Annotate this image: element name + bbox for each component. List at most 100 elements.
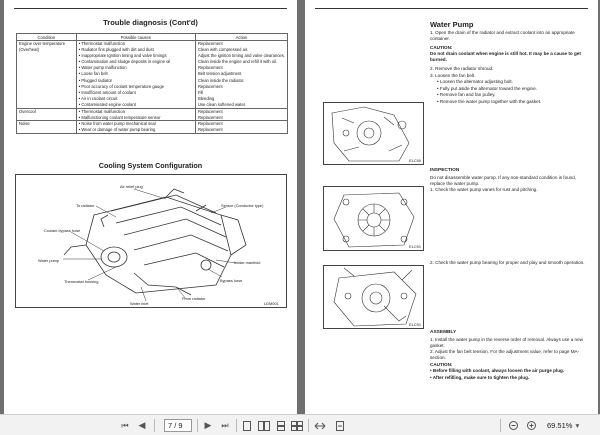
table-row: Engine over temperature• Thermostat malf… <box>16 40 289 47</box>
zoom-level-dropdown[interactable]: 69.51% ▾ <box>547 419 579 432</box>
cell-cause: • Loose fan belt <box>75 71 196 78</box>
page-title: Water Pump <box>430 20 474 29</box>
cause-text: Loose fan belt <box>81 71 108 77</box>
removal-steps: 1. Open the drain of the radiator and ex… <box>430 30 590 105</box>
step-2: 2. Remove the radiator shroud. <box>430 66 494 72</box>
cause-text: Radiator fins plugged with dirt and dust <box>81 46 154 52</box>
figure-code: ELC91 <box>409 322 421 327</box>
figure-code: ELC90 <box>409 158 421 163</box>
cell-cause: • Radiator fins plugged with dirt and du… <box>75 46 196 53</box>
label-water-pump: Water pump <box>38 258 60 263</box>
bullet-icon: • <box>78 65 82 71</box>
figure-water-pump-removal: ELC90 <box>323 102 424 165</box>
chevron-down-icon: ▾ <box>575 421 580 430</box>
continuous-scroll-icon[interactable] <box>274 419 288 432</box>
bullet-icon: • <box>78 71 82 77</box>
bullet: • Loosen the alternator adjusting bolt. <box>437 79 513 85</box>
cell-cause: • Thermostat malfunction <box>75 40 196 47</box>
inspection-label: INSPECTION <box>430 168 460 173</box>
assembly-step-2: 2. Adjust the fan belt tension. For the … <box>430 349 580 361</box>
cause-text: Plugged radiator <box>81 77 113 83</box>
zoom-out-icon[interactable] <box>506 419 520 432</box>
figure-pump-bearing: ELC91 <box>323 265 424 329</box>
cell-action: Replacement <box>194 83 289 90</box>
cell-action: Belt tension adjustment <box>194 71 289 78</box>
page-number-input[interactable]: 7 / 9 <box>164 419 192 432</box>
cause-text: Thermostat malfunction <box>81 41 126 46</box>
bullet-icon: • <box>78 109 82 115</box>
caution2-label: CAUTION: <box>430 361 453 367</box>
bullet-icon: • <box>78 46 82 52</box>
assembly-label: ASSEMBLY <box>430 330 457 335</box>
two-page-view-icon[interactable] <box>256 419 272 432</box>
fit-width-icon[interactable] <box>312 419 328 432</box>
viewer-toolbar: ⏮ ◀ 7 / 9 ▶ ⏭ 69.51% ▾ <box>0 414 600 435</box>
next-page-icon[interactable]: ▶ <box>204 420 212 430</box>
cell-cause: • Contaminated engine coolant <box>75 102 196 110</box>
assembly-step-1: 1. Install the water pump in the reverse… <box>430 336 583 348</box>
cell-cause: • Wear or damage of water pump bearing <box>75 127 196 134</box>
cause-text: Air in coolant circuit <box>81 96 118 102</box>
engine-illustration <box>63 188 247 302</box>
cell-action: Replacement <box>194 127 289 134</box>
inspection-caution: Do not disassemble water pump. If any no… <box>430 174 577 186</box>
bullet-icon: • <box>78 77 82 83</box>
label-from-radiator: From radiator <box>182 296 206 301</box>
zoom-level-value: 69.51% <box>547 421 573 430</box>
table-row: • Inappropriate Ignition timing and valv… <box>16 52 289 60</box>
cell-action: Adjust the ignition timing and valve cle… <box>194 52 289 60</box>
cell-action: Bleeding <box>194 96 289 103</box>
cell-cause: • Thermostat malfunction <box>75 108 196 115</box>
cell-cause: • Insufficient amount of coolant <box>75 90 196 97</box>
cell-action: Replacement <box>194 40 289 47</box>
cell-cause: • Poor accuracy of coolant temperature g… <box>75 83 196 90</box>
previous-page-icon[interactable]: ◀ <box>138 420 146 430</box>
diagnosis-table: Condition Possible causes Action Engine … <box>16 33 289 134</box>
cell-cause: • Plugged radiator <box>75 77 196 84</box>
label-to-radiator: To radiator <box>76 203 95 208</box>
caution2-bullet: • Before filling with coolant, always lo… <box>430 368 565 374</box>
bullet-icon: • <box>78 121 82 127</box>
cell-action: Replacement <box>194 120 289 128</box>
page-right: Water Pump 1. Open the drain of the radi… <box>305 0 598 414</box>
cell-cause: • Malfunctioning coolant temperature sen… <box>75 114 196 122</box>
two-page-continuous-icon[interactable] <box>290 419 304 432</box>
col-header-condition: Condition <box>16 33 77 41</box>
label-thermostat-housing: Thermostat housing <box>64 279 99 284</box>
cause-text: Wear or damage of water pump bearing <box>81 127 156 133</box>
header-rule <box>14 8 287 9</box>
fit-page-icon[interactable] <box>332 419 348 432</box>
table-row: • Malfunctioning coolant temperature sen… <box>16 114 289 122</box>
cell-action: Clean inside the engine and refill it wi… <box>194 59 289 66</box>
table-row: (Overheat)• Radiator fins plugged with d… <box>16 46 289 53</box>
figure-code: ELC91 <box>409 244 421 249</box>
bullet-icon: • <box>78 102 82 108</box>
table-row: • Poor accuracy of coolant temperature g… <box>16 83 289 90</box>
cell-action: Use clean softened water. <box>194 102 289 110</box>
first-page-icon[interactable]: ⏮ <box>121 420 129 430</box>
label-intake-manifold: Intake manifold <box>234 260 261 265</box>
caution2-bullet: • After refilling, make sure to tighten … <box>430 374 530 380</box>
zoom-in-icon[interactable] <box>524 419 538 432</box>
cell-cause: • Noise from water pump mechanical seal <box>75 120 196 128</box>
step-1: 1. Open the drain of the radiator and ex… <box>430 30 575 41</box>
bullet-icon: • <box>78 59 82 65</box>
bullet-icon: • <box>78 41 82 46</box>
divider <box>500 419 501 432</box>
bullet-icon: • <box>78 90 82 95</box>
page-left: Trouble diagnosis (Cont'd) Condition Pos… <box>4 0 297 414</box>
document-viewport: Trouble diagnosis (Cont'd) Condition Pos… <box>4 0 598 414</box>
cell-action: Replacement <box>194 108 289 115</box>
caution-label: CAUTION: <box>430 44 453 50</box>
cooling-system-figure: Air relief plug To radiator Sensor (Cond… <box>15 174 287 308</box>
cell-action: Fill <box>194 90 289 97</box>
divider <box>308 419 309 432</box>
single-page-view-icon[interactable] <box>240 419 254 432</box>
col-header-causes: Possible causes <box>75 33 196 41</box>
cause-text: Inappropriate Ignition timing and valve … <box>81 52 167 58</box>
last-page-icon[interactable]: ⏭ <box>221 420 229 430</box>
